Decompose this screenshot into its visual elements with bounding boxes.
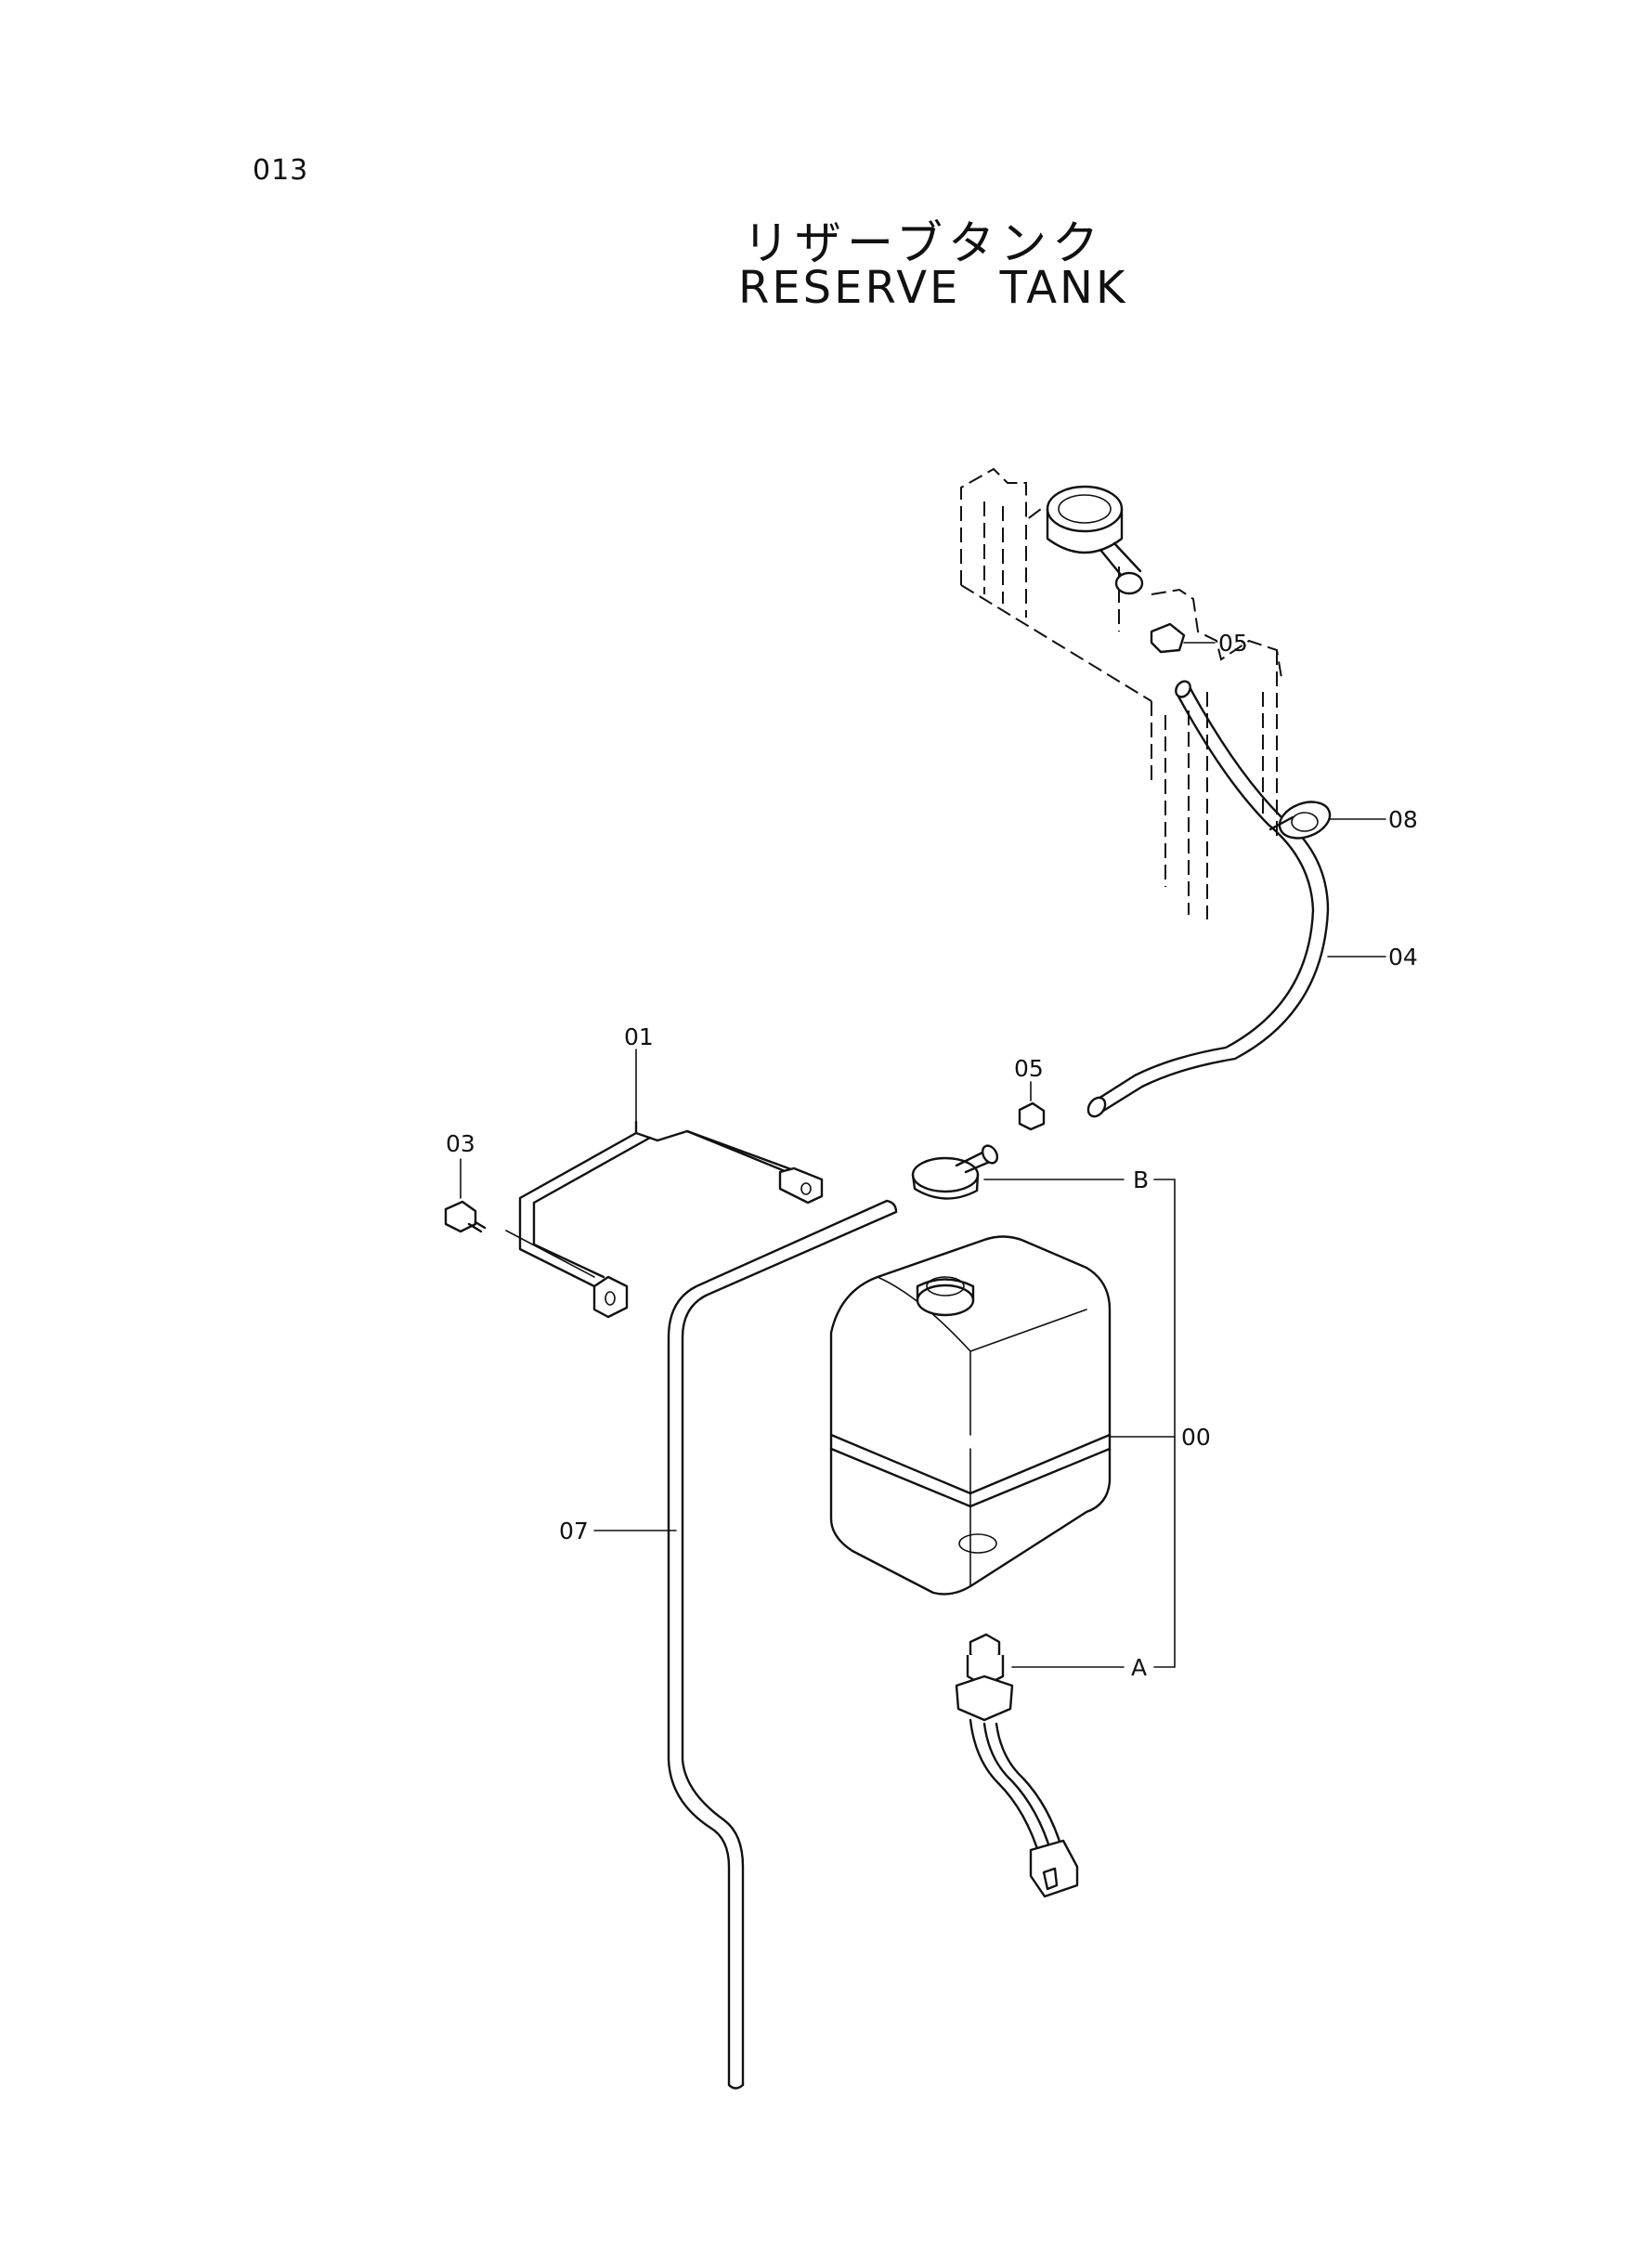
tank-cap-b bbox=[911, 1144, 1125, 1200]
hose-clip-08 bbox=[1268, 801, 1386, 840]
callout-05-top: 05 bbox=[1218, 630, 1248, 657]
radiator-cap bbox=[1046, 485, 1144, 595]
hose-clamp-05-top bbox=[1150, 622, 1216, 654]
callout-bracket-ab bbox=[1153, 1179, 1176, 1668]
callout-03: 03 bbox=[446, 1130, 475, 1157]
page-number: 013 bbox=[253, 154, 309, 187]
callout-05-mid: 05 bbox=[1014, 1055, 1044, 1082]
title-english: RESERVE TANK bbox=[738, 262, 1128, 314]
overflow-hose-04 bbox=[1086, 680, 1386, 1118]
title-japanese: リザーブタンク bbox=[743, 216, 1104, 270]
callout-b: B bbox=[1133, 1166, 1149, 1193]
callout-01: 01 bbox=[624, 1023, 654, 1050]
bracket-01 bbox=[518, 1049, 824, 1319]
callout-07: 07 bbox=[559, 1518, 589, 1544]
hose-clamp-05-mid bbox=[1018, 1081, 1046, 1131]
bolt-03 bbox=[444, 1158, 595, 1278]
callout-08: 08 bbox=[1388, 806, 1418, 833]
callout-04: 04 bbox=[1388, 944, 1418, 971]
reserve-tank-00 bbox=[829, 1235, 1176, 1596]
radiator bbox=[960, 467, 1282, 919]
callout-00: 00 bbox=[1181, 1424, 1211, 1451]
level-sensor-a bbox=[955, 1633, 1125, 1898]
callout-a: A bbox=[1131, 1654, 1147, 1681]
drain-hose-07 bbox=[593, 1199, 898, 2090]
